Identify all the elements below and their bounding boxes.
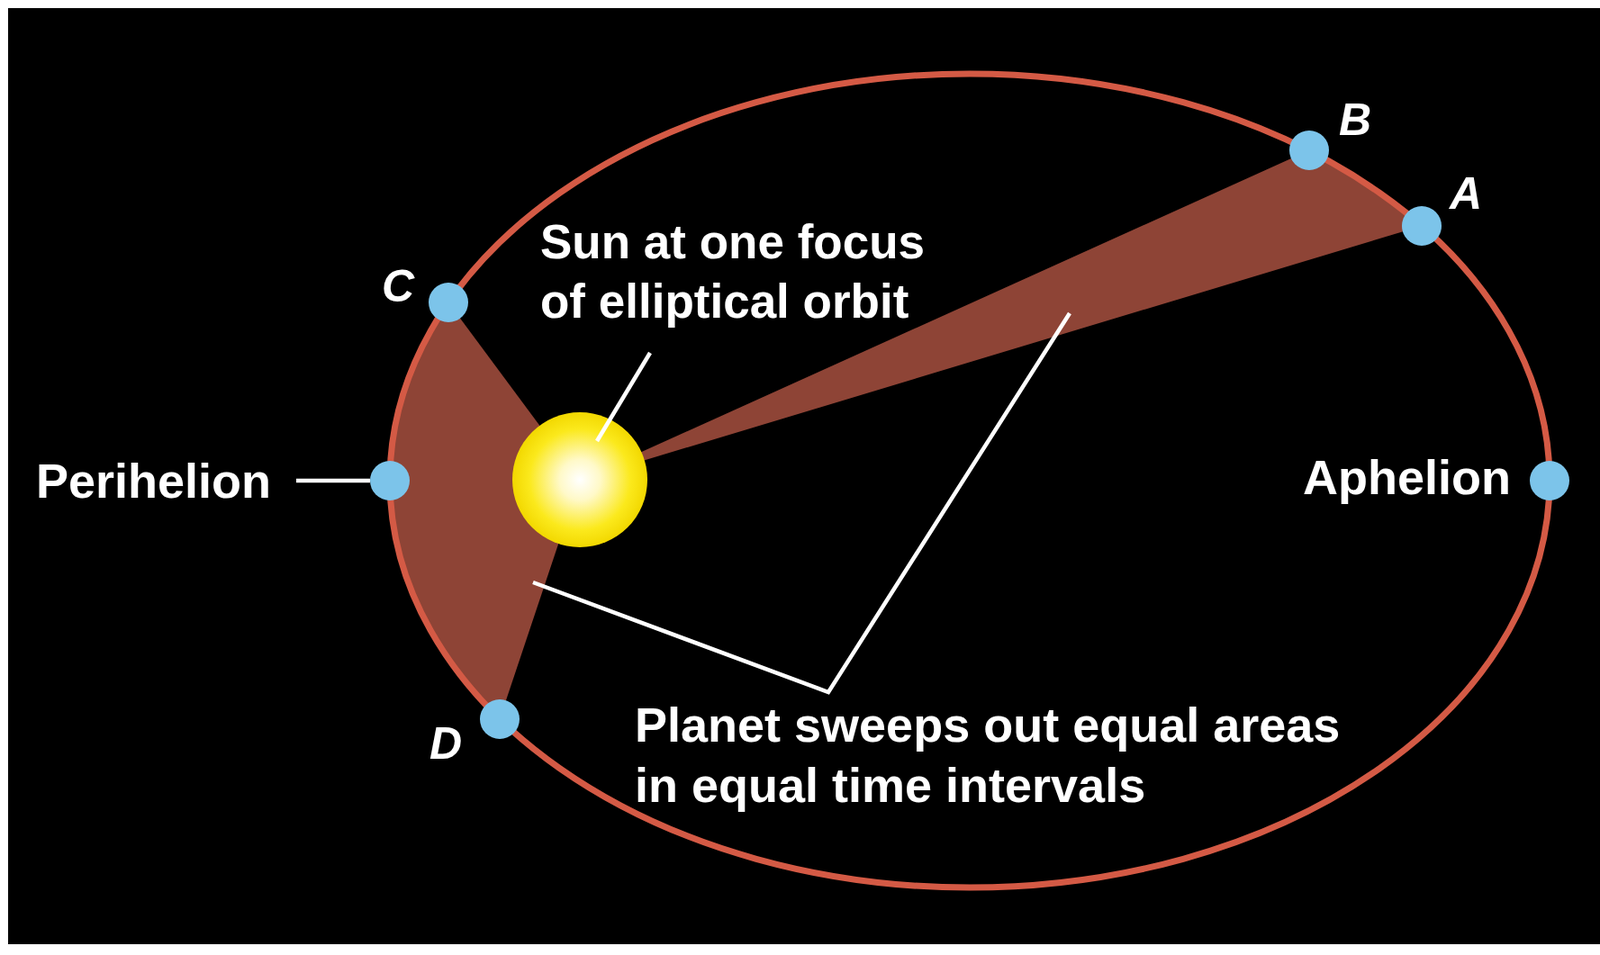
planet-position	[479, 699, 520, 740]
point-letter: A	[1449, 168, 1483, 220]
background	[8, 8, 1600, 945]
leader-line	[596, 352, 651, 442]
elliptical-orbit	[389, 73, 1550, 888]
orbit-point-name: Aphelion	[1302, 449, 1511, 506]
point-letter: D	[429, 718, 462, 770]
planet-position	[428, 282, 469, 323]
planet-position	[1289, 130, 1329, 171]
sun	[512, 412, 648, 548]
annotation: Planet sweeps out equal areas in equal t…	[634, 695, 1369, 816]
annotation: Sun at one focus of elliptical orbit	[540, 212, 964, 332]
point-letter: C	[381, 261, 415, 313]
orbit-point-name: Perihelion	[36, 452, 272, 509]
bracket-line	[533, 313, 1070, 693]
planet-position	[1401, 206, 1442, 246]
leader-line	[296, 479, 371, 484]
planet-position	[1529, 461, 1570, 501]
planet-position	[370, 461, 410, 501]
point-letter: B	[1338, 94, 1372, 146]
